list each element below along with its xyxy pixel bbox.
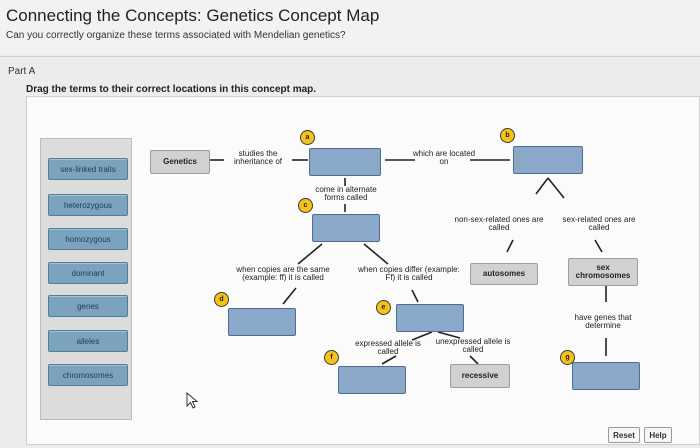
- link-label-genes-determine: have genes that determine: [574, 313, 632, 331]
- help-button[interactable]: Help: [644, 427, 672, 443]
- drop-target-d[interactable]: [228, 308, 296, 336]
- header-bar: [0, 0, 700, 54]
- drop-target-c[interactable]: [312, 214, 380, 242]
- marker-g: g: [560, 350, 575, 365]
- link-label-differ: when copies differ (example: Ff) it is c…: [358, 265, 460, 283]
- cursor-pointer-icon: [186, 392, 199, 409]
- term-alleles[interactable]: alleles: [48, 330, 128, 352]
- marker-d: d: [214, 292, 229, 307]
- marker-c: c: [298, 198, 313, 213]
- marker-e: e: [376, 300, 391, 315]
- term-sex-linked-traits[interactable]: sex-linked traits: [48, 158, 128, 180]
- drop-target-e[interactable]: [396, 304, 464, 332]
- term-genes[interactable]: genes: [48, 295, 128, 317]
- term-heterozygous[interactable]: heterozygous: [48, 194, 128, 216]
- link-label-studies: studies the inheritance of: [233, 149, 283, 167]
- page-title: Connecting the Concepts: Genetics Concep…: [6, 6, 380, 25]
- link-label-same: when copies are the same (example: ff) i…: [236, 265, 330, 283]
- term-chromosomes[interactable]: chromosomes: [48, 364, 128, 386]
- drop-target-a[interactable]: [309, 148, 381, 176]
- drop-target-g[interactable]: [572, 362, 640, 390]
- concept-autosomes: autosomes: [470, 263, 538, 285]
- reset-button[interactable]: Reset: [608, 427, 640, 443]
- link-label-expressed: expressed allele is called: [355, 339, 421, 357]
- marker-b: b: [500, 128, 515, 143]
- concept-recessive: recessive: [450, 364, 510, 388]
- link-label-sexrel: sex-related ones are called: [562, 215, 636, 233]
- link-label-unexpressed: unexpressed allele is called: [435, 337, 511, 355]
- concept-genetics: Genetics: [150, 150, 210, 174]
- marker-f: f: [324, 350, 339, 365]
- part-label: Part A: [8, 66, 36, 77]
- link-label-located: which are located on: [412, 149, 476, 167]
- link-label-nonsex: non-sex-related ones are called: [454, 215, 544, 233]
- term-homozygous[interactable]: homozygous: [48, 228, 128, 250]
- marker-a: a: [300, 130, 315, 145]
- drop-target-f[interactable]: [338, 366, 406, 394]
- header-divider: [0, 56, 700, 57]
- drop-target-b[interactable]: [513, 146, 583, 174]
- page-subtitle: Can you correctly organize these terms a…: [6, 30, 346, 41]
- term-dominant[interactable]: dominant: [48, 262, 128, 284]
- link-label-alternate: come in alternate forms called: [315, 185, 377, 203]
- concept-sex-chromosomes: sex chromosomes: [568, 258, 638, 286]
- instruction-text: Drag the terms to their correct location…: [26, 84, 317, 95]
